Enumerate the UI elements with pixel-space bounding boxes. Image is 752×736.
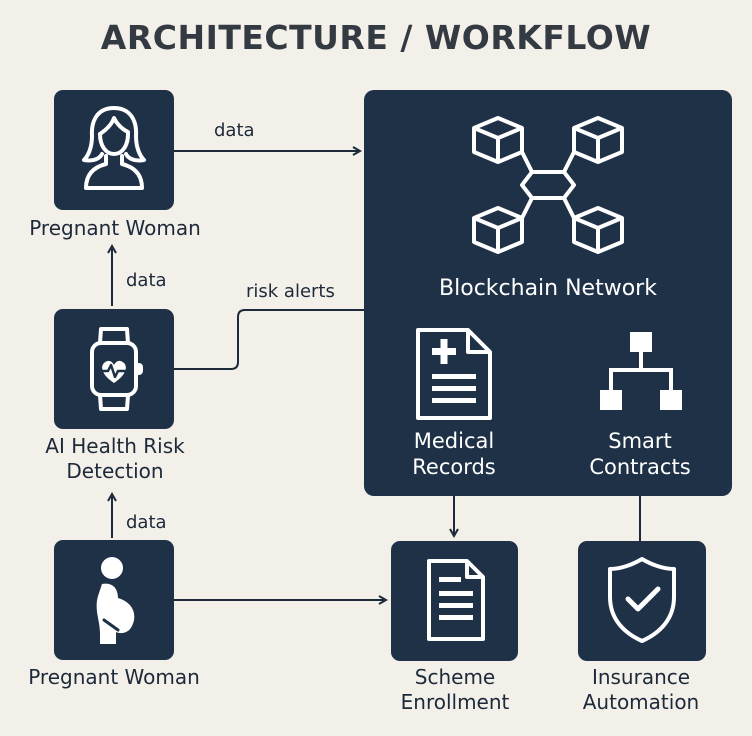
smart-contracts-label-line2: Contracts bbox=[589, 455, 691, 479]
medical-records-label-line2: Records bbox=[412, 455, 496, 479]
scheme-enrollment-label-line2: Enrollment bbox=[400, 690, 510, 714]
medical-records-label: Medical Records bbox=[394, 428, 514, 480]
insurance-automation-label-line1: Insurance bbox=[591, 665, 691, 689]
ai-health-node bbox=[54, 309, 174, 429]
edge-label-pregnant-to-ai: data bbox=[126, 512, 167, 533]
pregnant-woman-top-label: Pregnant Woman bbox=[29, 216, 201, 240]
medical-records-label-line1: Medical bbox=[413, 429, 495, 453]
edge-label-ai-to-woman: data bbox=[126, 270, 167, 291]
ai-health-label: AI Health Risk Detection bbox=[0, 434, 230, 484]
ai-health-label-line1: AI Health Risk bbox=[45, 434, 185, 458]
smart-contracts-label: Smart Contracts bbox=[580, 428, 700, 480]
pregnant-icon bbox=[96, 557, 135, 644]
blockchain-network-label: Blockchain Network bbox=[439, 276, 657, 301]
insurance-automation-label: Insurance Automation bbox=[566, 665, 716, 715]
medical-document-icon bbox=[416, 328, 492, 420]
page-title: ARCHITECTURE / WORKFLOW bbox=[100, 18, 652, 57]
insurance-automation-node bbox=[578, 541, 706, 661]
edge-label-ai-to-blockchain: risk alerts bbox=[246, 281, 335, 302]
edge-label-woman-to-blockchain: data bbox=[214, 120, 255, 141]
pregnant-woman-top-node bbox=[54, 90, 174, 210]
scheme-enrollment-node bbox=[391, 541, 518, 661]
blockchain-cubes-icon bbox=[472, 116, 624, 254]
smart-contracts-label-line1: Smart bbox=[608, 429, 672, 453]
scheme-enrollment-label: Scheme Enrollment bbox=[384, 665, 526, 715]
blockchain-network-panel: Blockchain Network Medical Records bbox=[364, 90, 732, 496]
edge-ai-to-blockchain bbox=[174, 309, 366, 370]
ai-health-label-line2: Detection bbox=[66, 459, 164, 483]
smartwatch-heart-icon bbox=[90, 327, 143, 411]
pregnant-woman-bottom-label: Pregnant Woman bbox=[28, 665, 200, 689]
shield-check-icon bbox=[608, 557, 676, 643]
document-icon bbox=[427, 559, 485, 641]
pregnant-woman-bottom-node bbox=[54, 540, 174, 660]
hierarchy-icon bbox=[600, 332, 682, 410]
woman-icon bbox=[82, 106, 146, 190]
insurance-automation-label-line2: Automation bbox=[582, 690, 700, 714]
scheme-enrollment-label-line1: Scheme bbox=[414, 665, 496, 689]
